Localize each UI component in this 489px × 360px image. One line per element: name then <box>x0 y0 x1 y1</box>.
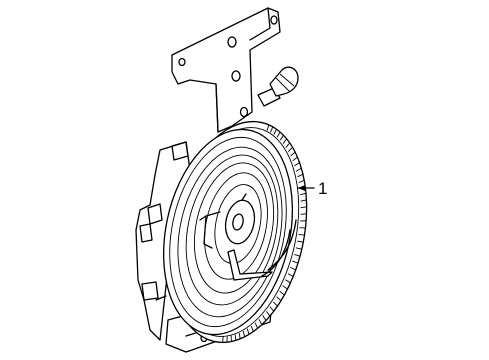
coil-ridges <box>222 124 307 343</box>
coil-ridge <box>250 325 254 332</box>
coil-ridge <box>279 135 284 141</box>
coil-ridge <box>254 322 259 329</box>
coil-ridge <box>300 199 307 202</box>
callout-number: 1 <box>318 179 327 198</box>
coil-ridge <box>266 310 271 317</box>
coil-ridge <box>294 162 300 167</box>
coil-ridge <box>292 156 298 162</box>
coil-ridge <box>279 290 285 296</box>
coil-ridge <box>294 253 301 257</box>
coil-ridge <box>285 279 291 284</box>
coil-ridge <box>295 247 302 250</box>
coil-ridge <box>273 301 278 307</box>
coil-ridge <box>270 126 274 133</box>
coil-ridge <box>287 273 294 277</box>
coil-assembly <box>162 120 308 344</box>
coil-ridge <box>262 315 267 321</box>
coil-ridge <box>285 142 291 148</box>
coil-ridge <box>287 146 293 152</box>
coil-ridge <box>222 336 224 343</box>
coil-ridge <box>298 233 305 236</box>
connector-plug <box>257 66 299 107</box>
coil-ridge <box>246 328 250 335</box>
coil-ridge <box>300 206 307 209</box>
coil-ridge <box>297 173 304 178</box>
coil-ridge <box>290 266 296 271</box>
coil-ridge <box>276 131 281 138</box>
coil-ridge <box>282 138 288 144</box>
coil-ridge <box>258 319 263 325</box>
callout-1: 1 <box>297 179 327 198</box>
mounting-bracket <box>171 7 281 133</box>
coil-ridge <box>300 192 307 196</box>
coil-ridge <box>282 285 288 290</box>
coil-ridge <box>242 330 246 337</box>
coil-ridge <box>295 167 302 172</box>
coil-ridge <box>292 260 299 264</box>
coil-ridge <box>234 334 237 341</box>
coil-ridge <box>273 129 277 135</box>
coil-ridge <box>276 296 282 302</box>
coil-ridge <box>238 332 241 339</box>
coil-ridge <box>297 240 304 243</box>
coil-ridge <box>298 179 305 184</box>
coil-ridge <box>290 151 296 157</box>
coil-ridge <box>269 306 275 312</box>
coil-ridge <box>266 124 270 131</box>
